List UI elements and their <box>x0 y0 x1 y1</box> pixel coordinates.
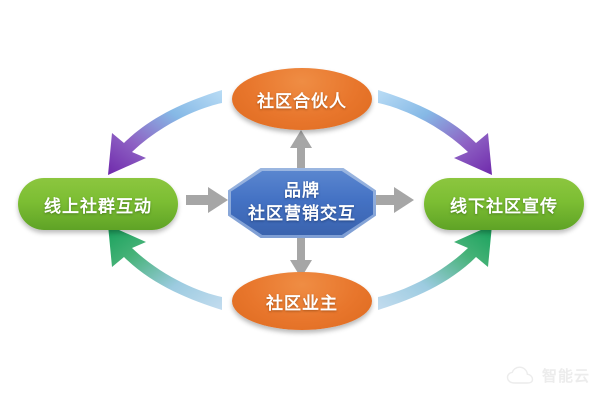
connector-top-to-right <box>378 90 492 175</box>
connector-center-to-top <box>290 130 312 174</box>
node-center-label: 品牌 社区营销交互 <box>248 180 356 226</box>
cloud-icon <box>506 365 536 386</box>
node-community-owner-label: 社区业主 <box>266 293 338 313</box>
watermark-text: 智能云 <box>541 368 590 385</box>
node-center-label-line2: 社区营销交互 <box>248 204 356 223</box>
node-online-community-interaction[interactable]: 线上社群互动 <box>18 178 178 230</box>
node-offline-community-promotion-label: 线下社区宣传 <box>450 196 558 216</box>
connector-center-to-right <box>372 187 414 213</box>
node-community-partner-label: 社区合伙人 <box>257 91 347 111</box>
node-community-partner[interactable]: 社区合伙人 <box>232 68 372 130</box>
node-brand-community-marketing[interactable]: 品牌 社区营销交互 <box>231 171 373 235</box>
watermark: 智能云 <box>506 365 590 386</box>
node-online-community-interaction-label: 线上社群互动 <box>44 196 152 216</box>
node-offline-community-promotion[interactable]: 线下社区宣传 <box>424 178 584 230</box>
connector-bottom-to-left <box>108 225 222 310</box>
connector-center-to-left <box>186 187 228 213</box>
node-center-label-line1: 品牌 <box>284 181 320 201</box>
connector-bottom-to-right <box>378 225 492 310</box>
node-community-owner[interactable]: 社区业主 <box>232 272 372 330</box>
connector-top-to-left <box>108 90 222 175</box>
